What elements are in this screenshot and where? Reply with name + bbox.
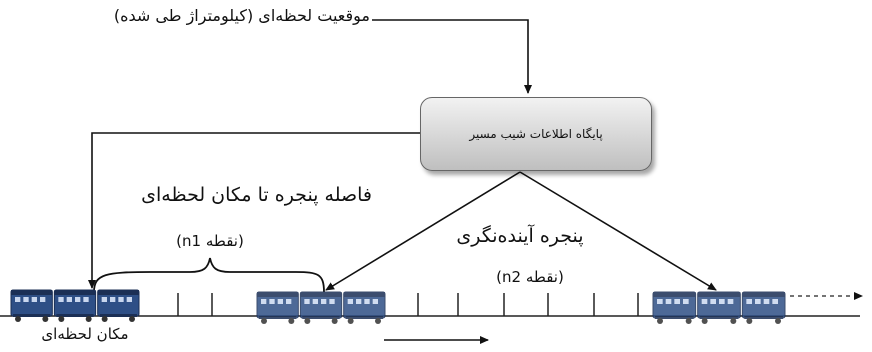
window-end-arrow <box>519 171 717 291</box>
slope-database-box: پایگاه اطلاعات شیب مسیر <box>420 97 652 171</box>
track-ticks <box>177 293 639 316</box>
window-distance-label: فاصله پنجره تا مکان لحظه‌ای <box>141 184 372 206</box>
window-start-arrow <box>325 171 521 291</box>
input-arrow <box>372 19 532 94</box>
train-icon <box>652 291 786 324</box>
train-icon <box>10 289 140 322</box>
slope-database-label: پایگاه اطلاعات شیب مسیر <box>469 127 603 141</box>
distance-brace <box>93 257 325 293</box>
n2-points-label: (n2 نقطه) <box>496 268 564 286</box>
position-input-label: موقعیت لحظه‌ای (کیلومتراژ طی شده) <box>113 6 370 25</box>
current-location-arrow <box>88 132 420 289</box>
lookahead-window-label: پنجره آینده‌نگری <box>456 225 584 247</box>
n1-points-label: (n1 نقطه) <box>176 232 244 250</box>
current-location-label: مکان لحظه‌ای <box>41 325 129 343</box>
train-icon <box>256 291 386 324</box>
